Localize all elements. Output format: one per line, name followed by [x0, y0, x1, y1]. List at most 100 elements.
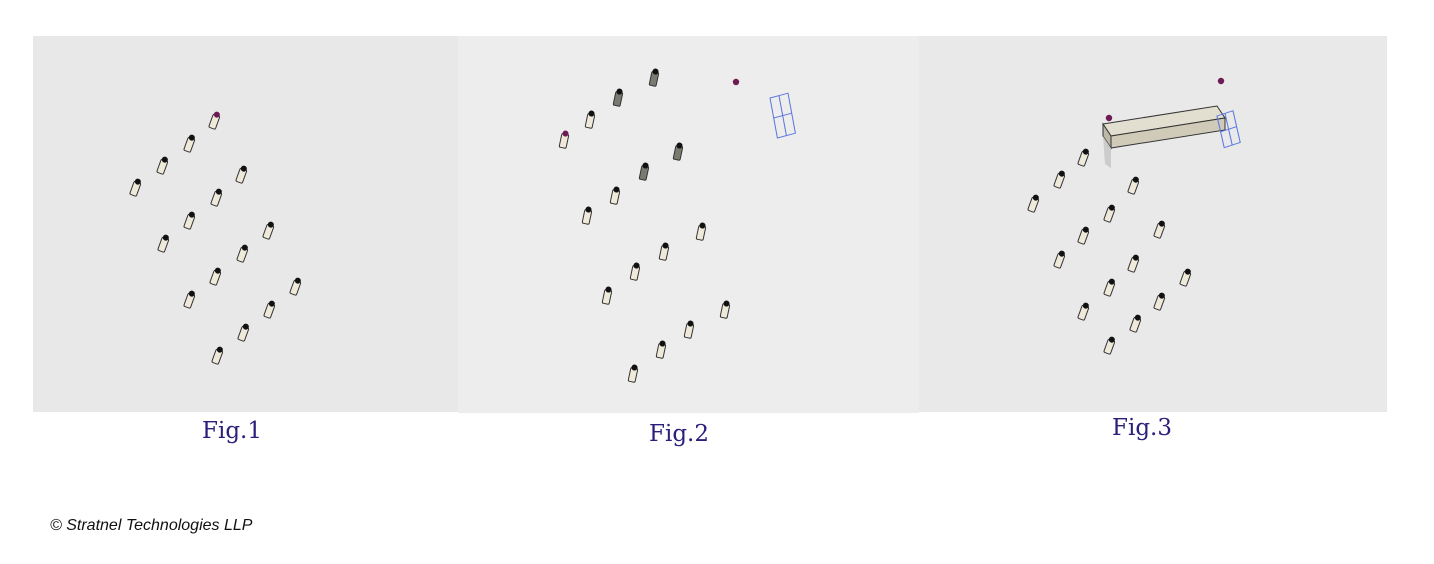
occupant-head-icon	[216, 346, 223, 353]
chair-icon	[1053, 250, 1066, 269]
occupant-head-icon	[188, 211, 195, 218]
chair-icon	[672, 142, 684, 161]
occupant-head-icon	[1108, 204, 1115, 211]
occupant-head-icon	[267, 221, 274, 228]
chair-icon	[237, 323, 250, 342]
chair-icon	[609, 186, 621, 205]
occupant-head-icon	[1108, 336, 1115, 343]
chair-icon	[1103, 278, 1116, 297]
chair-icon	[183, 134, 196, 153]
chair-icon	[1103, 204, 1116, 223]
occupant-head-icon	[188, 134, 195, 141]
chair-icon	[157, 234, 170, 253]
chair-icon	[601, 286, 613, 305]
occupant-head-icon	[616, 88, 623, 95]
chair-icon	[1127, 176, 1140, 195]
chair-icon	[183, 211, 196, 230]
occupant-head-icon	[605, 286, 612, 293]
chair-icon	[1153, 292, 1166, 311]
chair-icon	[208, 111, 221, 130]
occupant-head-icon	[294, 277, 301, 284]
chair-icon	[655, 340, 667, 359]
reference-point-marker	[732, 78, 740, 86]
occupant-head-icon	[1082, 148, 1089, 155]
chair-icon	[1053, 170, 1066, 189]
chair-icon	[1129, 314, 1142, 333]
occupant-head-icon	[162, 234, 169, 241]
chair-icon	[210, 188, 223, 207]
occupant-head-icon	[1082, 302, 1089, 309]
frame-divider	[1220, 126, 1237, 133]
occupant-head-icon	[1058, 170, 1065, 177]
figure-2-diagram	[558, 68, 796, 383]
chair-icon	[629, 262, 641, 281]
occupant-head-icon	[161, 156, 168, 163]
occupant-head-icon	[268, 300, 275, 307]
occupant-head-icon	[1132, 254, 1139, 261]
chair-icon	[1027, 194, 1040, 213]
chair-icon	[1179, 268, 1192, 287]
occupant-head-icon	[613, 186, 620, 193]
chair-icon	[658, 242, 670, 261]
chair-icon	[236, 244, 249, 263]
reference-point-marker	[1105, 114, 1113, 122]
figure-2-panel	[458, 36, 919, 413]
chair-icon	[612, 88, 624, 107]
occupant-head-icon	[676, 142, 683, 149]
chair-icon	[1077, 226, 1090, 245]
chair-icon	[1153, 220, 1166, 239]
occupant-head-icon	[213, 111, 220, 118]
occupant-head-icon	[241, 244, 248, 251]
window-frame-icon	[1216, 110, 1241, 149]
figure-3-panel	[919, 36, 1387, 412]
window-frame-icon	[769, 92, 796, 139]
occupant-head-icon	[215, 188, 222, 195]
occupant-head-icon	[1158, 220, 1165, 227]
chair-icon	[638, 162, 650, 181]
occupant-head-icon	[652, 68, 659, 75]
occupant-head-icon	[214, 267, 221, 274]
occupant-head-icon	[134, 178, 141, 185]
chair-icon	[648, 68, 660, 87]
occupant-head-icon	[1058, 250, 1065, 257]
occupant-head-icon	[1032, 194, 1039, 201]
chair-icon	[263, 300, 276, 319]
chair-icon	[683, 320, 695, 339]
occupant-head-icon	[562, 130, 569, 137]
occupant-head-icon	[1108, 278, 1115, 285]
occupant-head-icon	[659, 340, 666, 347]
occupant-head-icon	[631, 364, 638, 371]
figure-2-caption: Fig.2	[649, 421, 709, 447]
chair-icon	[156, 156, 169, 175]
chair-icon	[695, 222, 707, 241]
figure-1-caption: Fig.1	[202, 418, 262, 444]
figure-1-panel	[33, 36, 458, 412]
chair-icon	[183, 290, 196, 309]
reference-point-marker	[1217, 77, 1225, 85]
chair-icon	[209, 267, 222, 286]
occupant-head-icon	[188, 290, 195, 297]
occupant-head-icon	[242, 323, 249, 330]
chair-icon	[584, 110, 596, 129]
occupant-head-icon	[1158, 292, 1165, 299]
chair-icon	[1077, 148, 1090, 167]
chair-icon	[235, 165, 248, 184]
chair-icon	[558, 130, 570, 149]
occupant-head-icon	[588, 110, 595, 117]
occupant-head-icon	[1184, 268, 1191, 275]
occupant-head-icon	[1082, 226, 1089, 233]
occupant-head-icon	[642, 162, 649, 169]
chair-icon	[627, 364, 639, 383]
chair-icon	[1077, 302, 1090, 321]
occupant-head-icon	[633, 262, 640, 269]
figure-3-diagram	[1027, 77, 1241, 355]
occupant-head-icon	[687, 320, 694, 327]
figure-1-diagram	[129, 111, 302, 365]
occupant-head-icon	[1132, 176, 1139, 183]
chair-icon	[1103, 336, 1116, 355]
frame-divider	[773, 112, 792, 119]
figure-3-caption: Fig.3	[1112, 415, 1172, 441]
occupant-head-icon	[662, 242, 669, 249]
chair-icon	[262, 221, 275, 240]
occupant-head-icon	[585, 206, 592, 213]
